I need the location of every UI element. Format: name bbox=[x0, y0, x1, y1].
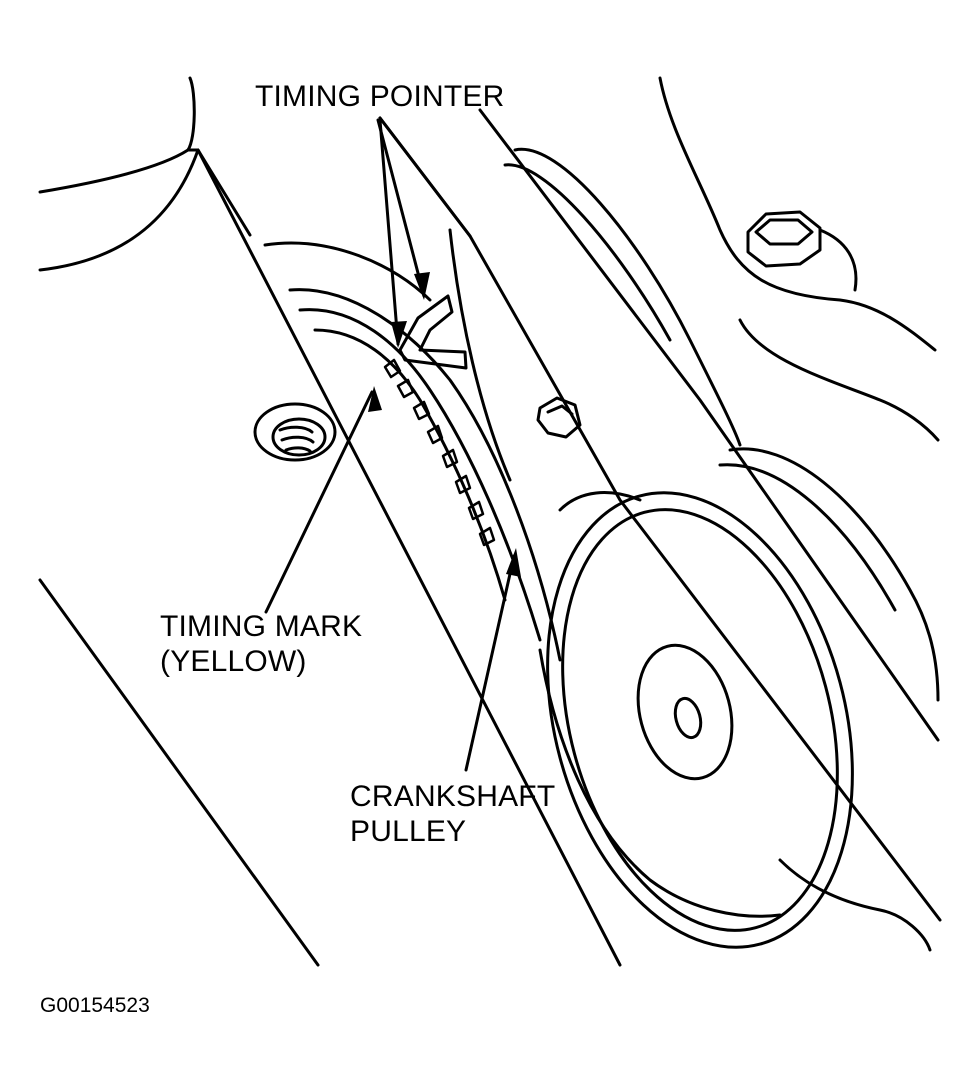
timing-cover-ring bbox=[263, 241, 562, 662]
drive-belt bbox=[378, 108, 942, 922]
timing-scale-teeth bbox=[383, 358, 496, 547]
timing-pointer-shape bbox=[398, 294, 468, 370]
second-pulley bbox=[718, 447, 940, 952]
crankshaft-pulley bbox=[503, 147, 854, 949]
upper-right-bracket bbox=[658, 76, 940, 442]
engine-housing-upper-left bbox=[38, 76, 252, 272]
hex-bolt bbox=[746, 210, 822, 268]
timing-pointer-label: TIMING POINTER bbox=[255, 80, 505, 113]
timing-mark-label-line2: (YELLOW) bbox=[160, 645, 307, 678]
crankshaft-label-line2: PULLEY bbox=[350, 815, 467, 848]
timing-mark-label-line1: TIMING MARK bbox=[160, 610, 363, 643]
recessed-plug bbox=[253, 402, 337, 462]
figure-id: G00154523 bbox=[40, 994, 150, 1017]
pulley-bolt bbox=[536, 396, 582, 439]
crankshaft-label-line1: CRANKSHAFT bbox=[350, 780, 556, 813]
leader-lines bbox=[264, 118, 516, 772]
engine-block-edges bbox=[38, 116, 622, 967]
leader-arrowheads bbox=[368, 272, 521, 577]
